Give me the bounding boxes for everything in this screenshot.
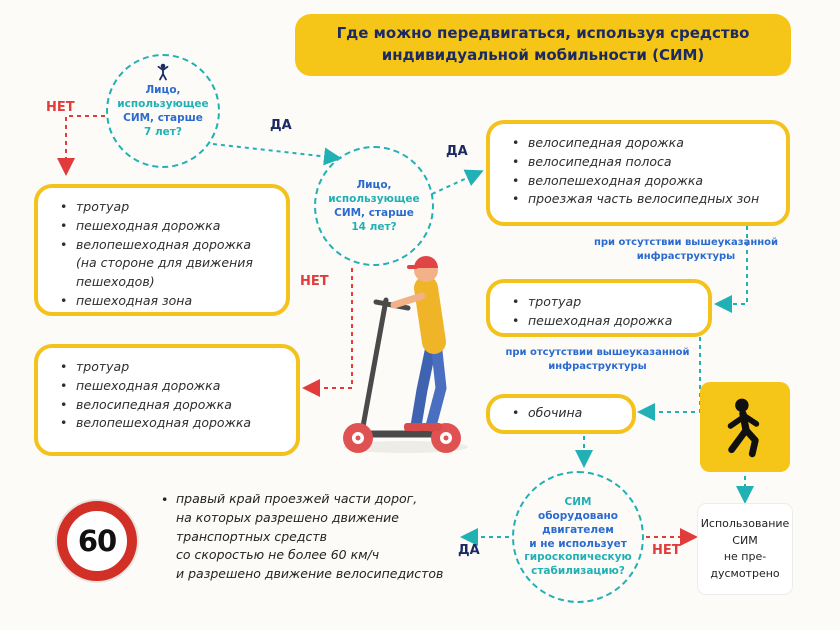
label-yes-age7: ДА	[270, 118, 292, 133]
result-list: тротуар пешеходная дорожка	[512, 293, 694, 331]
list-item: велопешеходная дорожка	[60, 414, 282, 433]
list-item: пешеходная дорожка	[512, 312, 694, 331]
label-yes-engine: ДА	[458, 543, 480, 558]
decision-engine-line: гироскопическую	[524, 551, 632, 564]
list-item: велопешеходная дорожка (на стороне для д…	[60, 236, 272, 292]
decision-age7-line: Лицо,	[145, 84, 181, 96]
decision-engine-line: стабилизацию?	[531, 565, 625, 578]
result-box-fallback-sidewalk: тротуар пешеходная дорожка	[486, 279, 712, 337]
condition-no-infra-1: при отсутствии вышеуказанной инфраструкт…	[593, 237, 779, 262]
speed-limit-value: 60	[77, 524, 117, 558]
result-box-age7-no: тротуар пешеходная дорожка велопешеходна…	[34, 184, 290, 316]
page-title: Где можно передвигаться, используя средс…	[336, 24, 750, 64]
decision-age14-line: 14 лет?	[351, 220, 397, 233]
list-item: велосипедная дорожка	[60, 396, 282, 415]
decision-age7-line: 7 лет?	[144, 125, 182, 138]
arrow-age7-yes	[212, 143, 342, 166]
road-rule-text: правый край проезжей части дорог, на кот…	[161, 490, 468, 584]
result-list: тротуар пешеходная дорожка велосипедная …	[60, 358, 282, 433]
decision-age14-line: СИМ, старше	[334, 206, 414, 219]
list-item: проезжая часть велосипедных зон	[512, 190, 772, 209]
list-item: пешеходная дорожка	[60, 377, 282, 396]
decision-engine-line: СИМ	[564, 496, 592, 508]
scooter-rider-illustration	[343, 256, 468, 453]
result-box-age14-yes: велосипедная дорожка велосипедная полоса…	[486, 120, 790, 226]
list-item: велопешеходная дорожка	[512, 172, 772, 191]
not-allowed-caption: Использование СИМ не пре- дусмотрено	[698, 504, 792, 594]
decision-age14-line: использующее	[328, 192, 420, 205]
label-no-age7: НЕТ	[46, 100, 75, 115]
result-box-age14-no: тротуар пешеходная дорожка велосипедная …	[34, 344, 300, 456]
result-list: тротуар пешеходная дорожка велопешеходна…	[60, 198, 272, 311]
label-no-engine: НЕТ	[652, 543, 681, 558]
list-item: велосипедная полоса	[512, 153, 772, 172]
decision-age7-circle: Лицо, использующее СИМ, старше 7 лет?	[106, 54, 220, 168]
pedestrian-sign	[700, 382, 790, 472]
title-banner: Где можно передвигаться, используя средс…	[295, 14, 791, 76]
arrow-age7-no	[57, 115, 105, 176]
speed-limit-60-sign: 60	[57, 501, 137, 581]
list-item: тротуар	[60, 198, 272, 217]
decision-age7-line: использующее	[117, 97, 209, 110]
list-item: тротуар	[512, 293, 694, 312]
arrow-age14-yes	[431, 169, 484, 195]
list-item: пешеходная дорожка	[60, 217, 272, 236]
decision-engine-line: оборудовано	[537, 509, 618, 522]
decision-age14-circle: Лицо, использующее СИМ, старше 14 лет?	[314, 146, 434, 266]
result-list: велосипедная дорожка велосипедная полоса…	[512, 134, 772, 209]
list-item: тротуар	[60, 358, 282, 377]
decision-engine-line: двигателем	[542, 523, 614, 536]
walking-person-icon	[727, 398, 760, 458]
list-item: велосипедная дорожка	[512, 134, 772, 153]
list-item: обочина	[512, 404, 618, 423]
decision-age14-line: Лицо,	[356, 179, 392, 191]
result-box-roadside: обочина	[486, 394, 636, 434]
result-list: обочина	[512, 404, 618, 423]
label-yes-age14: ДА	[446, 144, 468, 159]
label-no-age14: НЕТ	[300, 274, 329, 289]
standing-person-icon	[157, 63, 169, 81]
list-item: пешеходная зона	[60, 292, 272, 311]
condition-no-infra-2: при отсутствии вышеуказанной инфраструкт…	[505, 347, 690, 372]
decision-engine-circle: СИМ оборудовано двигателем и не использу…	[512, 471, 644, 603]
decision-engine-line: и не использует	[529, 537, 627, 550]
decision-age7-line: СИМ, старше	[123, 111, 203, 124]
